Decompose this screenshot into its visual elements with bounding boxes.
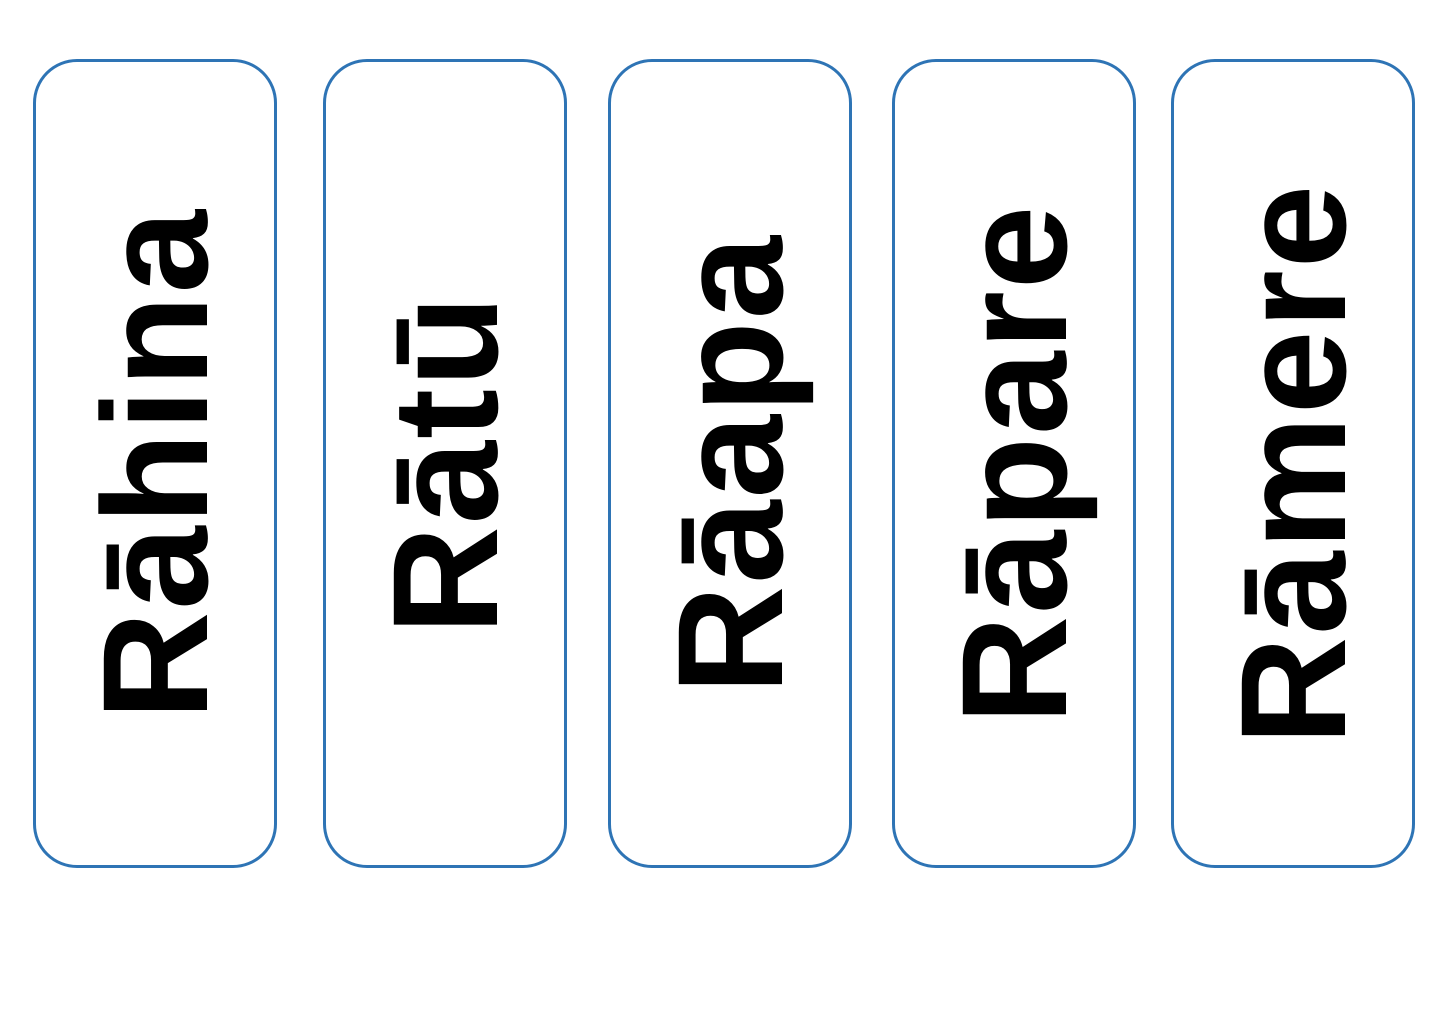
card-word: Rātū [361, 292, 529, 635]
flashcard-rapare: Rāpare [892, 59, 1136, 868]
flashcard-ratu: Rātū [323, 59, 567, 868]
card-word: Rāhina [71, 207, 239, 720]
flashcard-ramere: Rāmere [1171, 59, 1415, 868]
card-word: Rāapa [646, 233, 814, 694]
card-word: Rāpare [930, 203, 1098, 724]
card-word: Rāmere [1209, 182, 1377, 745]
flashcard-raapa: Rāapa [608, 59, 852, 868]
flashcard-rahina: Rāhina [33, 59, 277, 868]
